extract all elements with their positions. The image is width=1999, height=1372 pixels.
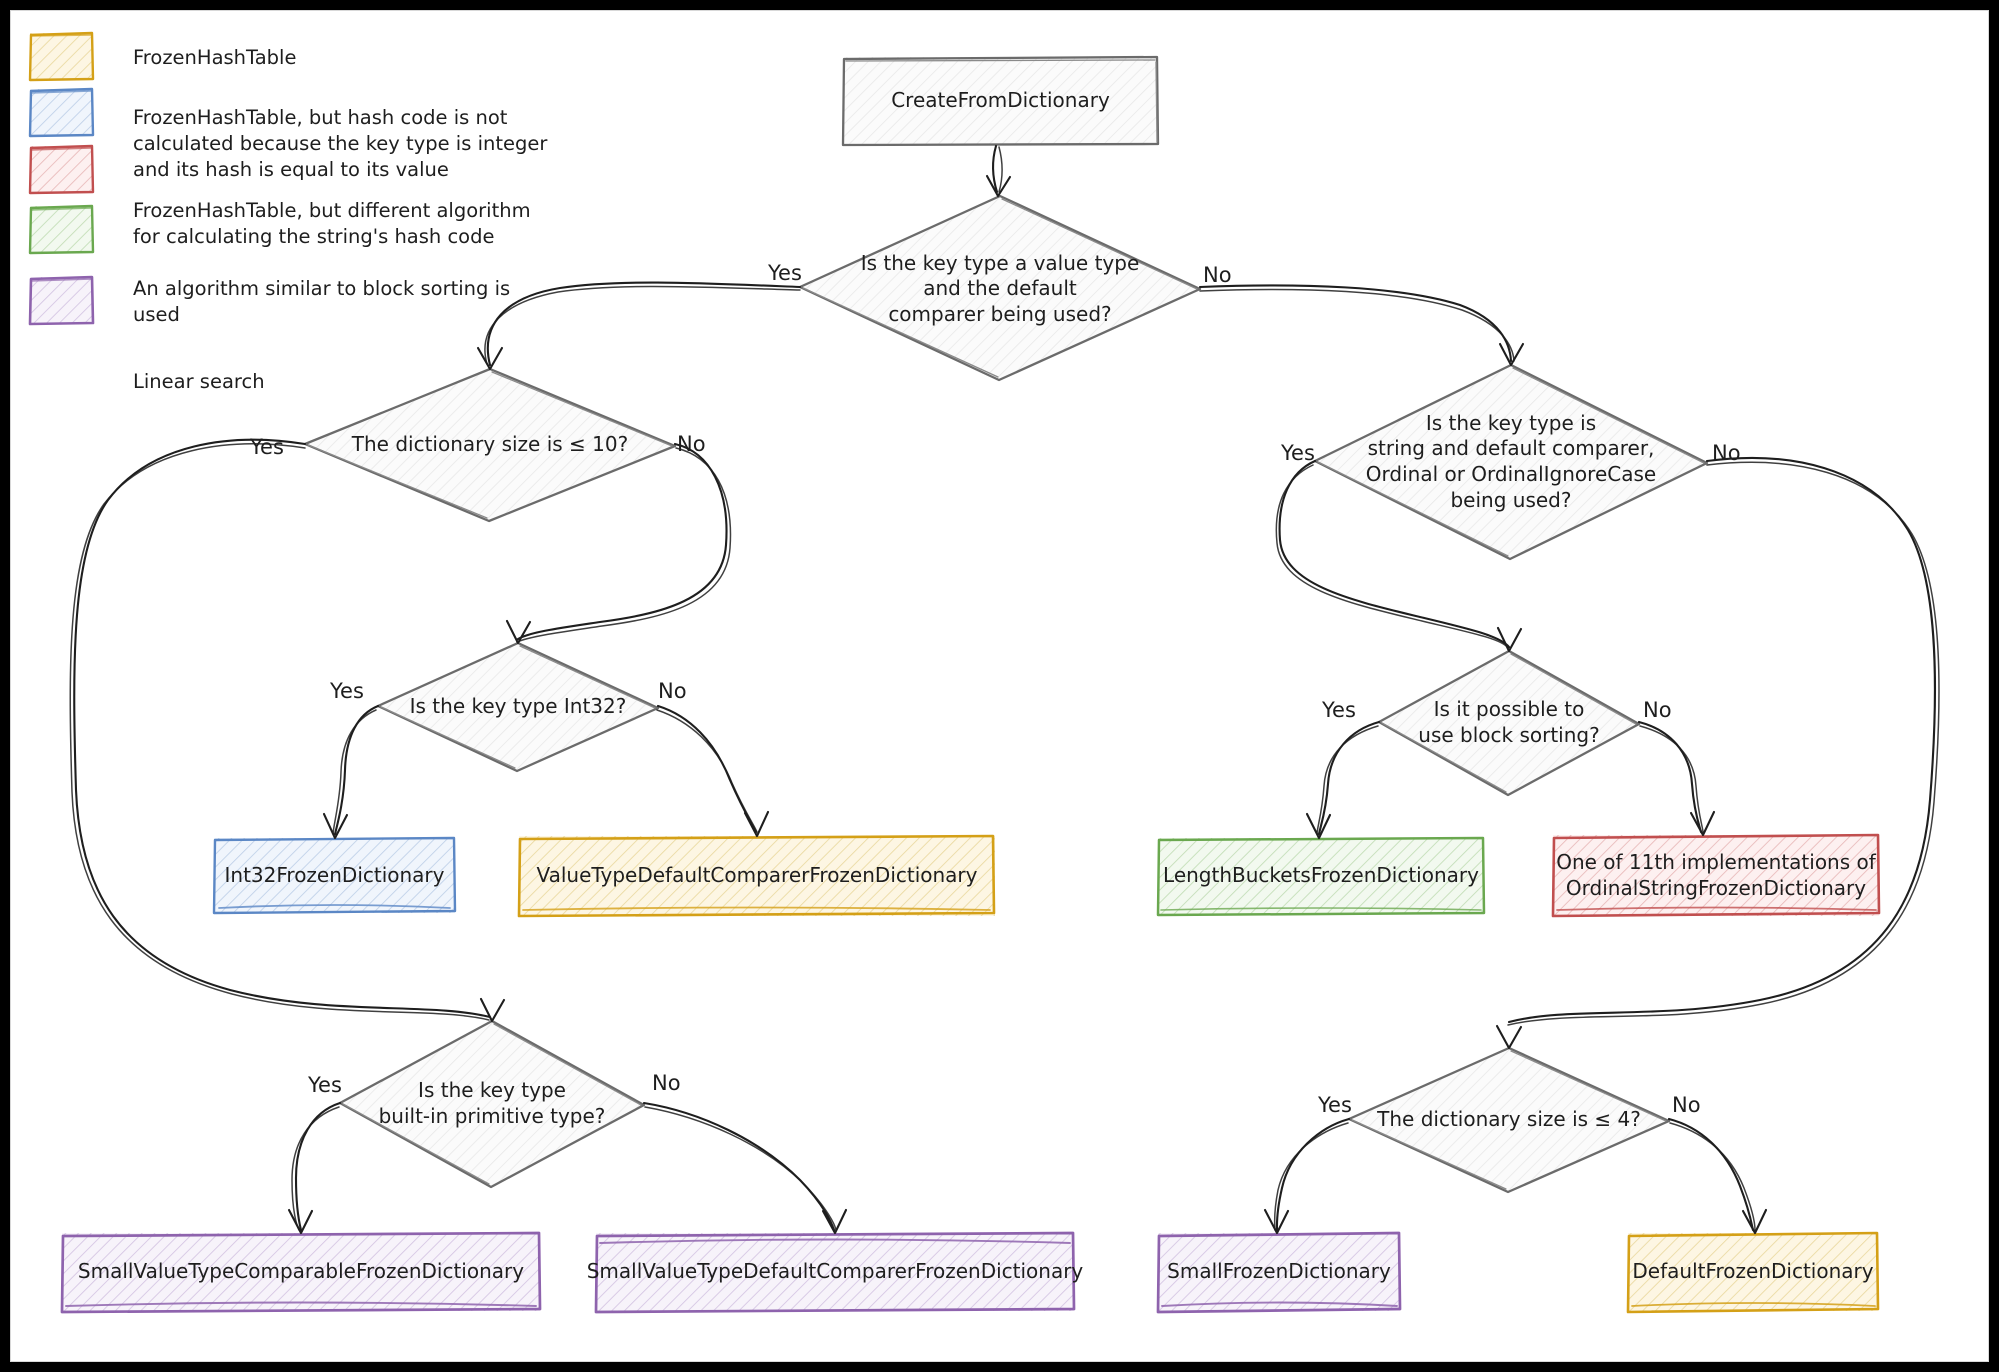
node-ordinalstring-result[interactable]: [1553, 835, 1879, 916]
node-int32-decision[interactable]: [378, 643, 658, 771]
node-size4-decision[interactable]: [1349, 1048, 1669, 1192]
node-string-decision[interactable]: [1315, 365, 1707, 559]
node-size10-decision[interactable]: [305, 369, 675, 521]
node-lengthbuckets-result[interactable]: [1158, 838, 1484, 914]
node-valuetype-result[interactable]: [519, 836, 995, 916]
legend-item-string-hash[interactable]: [30, 146, 530, 198]
node-start[interactable]: [843, 57, 1158, 145]
node-smallcomparable-result[interactable]: [62, 1233, 540, 1311]
legend-item-linear-search[interactable]: [30, 277, 530, 327]
node-small-result[interactable]: [1158, 1233, 1400, 1311]
legend-item-int-hash[interactable]: [30, 89, 530, 141]
node-int32-result[interactable]: [214, 838, 455, 913]
legend-item-frozen-hash-table[interactable]: [30, 33, 530, 83]
legend-item-block-sorting[interactable]: [30, 206, 530, 258]
node-default-result[interactable]: [1628, 1233, 1878, 1311]
node-smalldefault-result[interactable]: [596, 1233, 1074, 1311]
node-blocksort-decision[interactable]: [1379, 651, 1639, 795]
node-value-type-decision[interactable]: [800, 196, 1200, 380]
node-primitive-decision[interactable]: [340, 1021, 644, 1187]
